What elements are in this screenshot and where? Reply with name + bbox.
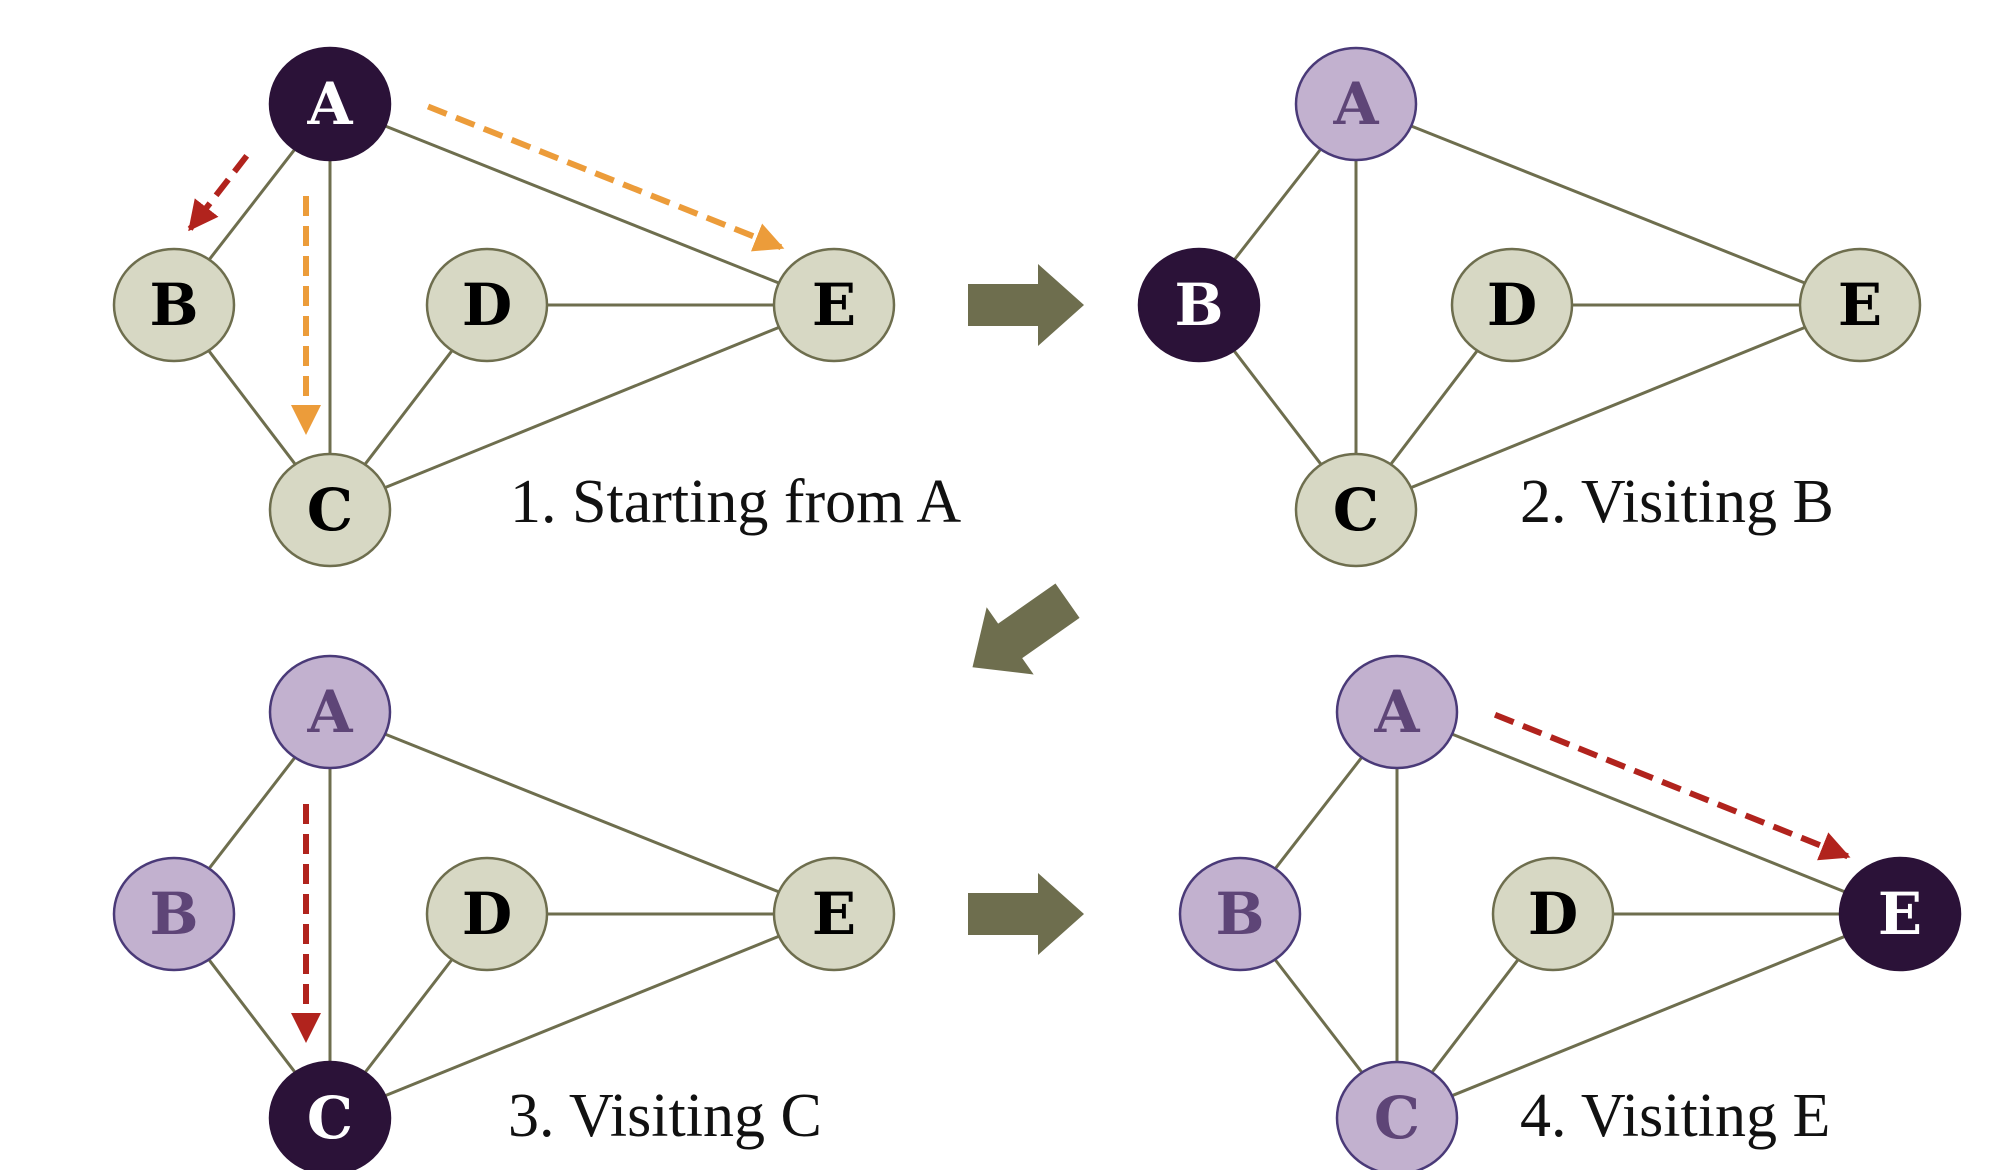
node-c-circle (1294, 452, 1418, 568)
edge-a-b (208, 148, 296, 261)
node-e-circle (1838, 856, 1962, 972)
edge-b-c (1273, 958, 1364, 1074)
explore-arrow-a-e (1493, 711, 1851, 861)
edge-c-d (1389, 349, 1479, 466)
node-a-circle (268, 654, 392, 770)
node-a: A (1335, 654, 1459, 770)
node-c-label: C (307, 1084, 353, 1152)
node-b-circle (112, 247, 236, 363)
node-e-circle (772, 247, 896, 363)
node-d-circle (1491, 856, 1615, 972)
edge-a-e (384, 732, 780, 894)
node-d-circle (1450, 247, 1574, 363)
node-b-circle (1178, 856, 1302, 972)
node-c-label: C (1333, 476, 1379, 544)
edge-c-e (1451, 934, 1846, 1098)
node-d-label: D (1487, 271, 1537, 339)
edge-a-e (384, 124, 780, 285)
node-e: E (772, 247, 896, 363)
node-d-circle (425, 856, 549, 972)
edge-a-b (1233, 148, 1322, 261)
node-c-circle (268, 1060, 392, 1170)
node-d: D (1450, 247, 1574, 363)
panel-caption: 3. Visiting C (508, 1082, 822, 1150)
node-d: D (425, 856, 549, 972)
step-arrow-2-to-3 (972, 583, 1080, 675)
node-c-label: C (1374, 1084, 1420, 1152)
node-a: A (268, 654, 392, 770)
node-e-circle (1798, 247, 1922, 363)
node-e-label: E (812, 880, 856, 948)
node-a-label: A (1373, 678, 1420, 746)
edge-c-d (1430, 958, 1520, 1074)
node-e: E (1838, 856, 1962, 972)
node-e: E (772, 856, 896, 972)
panel-4: A B C D E 4. Visiting E (1178, 654, 1962, 1170)
node-b: B (112, 247, 236, 363)
panel-caption: 2. Visiting B (1520, 468, 1834, 536)
edge-b-c (207, 349, 297, 466)
node-c: C (1335, 1060, 1459, 1170)
node-d-circle (425, 247, 549, 363)
node-c-circle (268, 452, 392, 568)
explore-arrow-a-b (187, 153, 250, 232)
explore-arrow-a-e (426, 103, 785, 252)
edge-a-e (1410, 124, 1806, 285)
node-b-label: B (1215, 880, 1264, 948)
node-c: C (268, 1060, 392, 1170)
node-b-label: B (1174, 271, 1223, 339)
node-b: B (1178, 856, 1302, 972)
node-a-circle (1335, 654, 1459, 770)
edge-a-e (1451, 732, 1846, 894)
node-e: E (1798, 247, 1922, 363)
node-a: A (1294, 46, 1418, 162)
panel-caption: 4. Visiting E (1520, 1082, 1830, 1150)
step-arrow-1-to-2 (968, 264, 1084, 346)
node-a-label: A (306, 70, 353, 138)
node-d-label: D (462, 271, 512, 339)
node-a-circle (268, 46, 392, 162)
panel-caption: 1. Starting from A (510, 468, 961, 536)
panel-1: A B C D E 1. Starting from A (112, 46, 961, 568)
node-e-label: E (1878, 880, 1922, 948)
node-b-label: B (149, 880, 198, 948)
node-c-label: C (307, 476, 353, 544)
edge-c-e (384, 934, 780, 1098)
panel-2: A B C D E 2. Visiting B (1137, 46, 1922, 568)
node-b: B (1137, 247, 1261, 363)
node-a-circle (1294, 46, 1418, 162)
edge-c-e (384, 325, 780, 490)
edge-c-d (363, 958, 454, 1074)
node-a: A (268, 46, 392, 162)
node-b-circle (112, 856, 236, 972)
panel-3: A B C D E 3. Visiting C (112, 654, 896, 1170)
node-e-label: E (812, 271, 856, 339)
node-b: B (112, 856, 236, 972)
edge-c-e (1410, 325, 1806, 490)
edge-b-c (207, 958, 297, 1074)
node-d-label: D (1528, 880, 1578, 948)
step-arrow-3-to-4 (968, 873, 1084, 955)
node-b-label: B (149, 271, 198, 339)
node-c: C (1294, 452, 1418, 568)
edge-c-d (363, 349, 454, 466)
node-e-label: E (1838, 271, 1882, 339)
node-c-circle (1335, 1060, 1459, 1170)
node-d: D (1491, 856, 1615, 972)
node-e-circle (772, 856, 896, 972)
node-b-circle (1137, 247, 1261, 363)
edge-a-b (207, 756, 297, 870)
node-d-label: D (462, 880, 512, 948)
node-c: C (268, 452, 392, 568)
edge-b-c (1232, 349, 1323, 466)
node-a-label: A (306, 678, 353, 746)
edge-a-b (1274, 756, 1363, 870)
node-d: D (425, 247, 549, 363)
node-a-label: A (1332, 70, 1379, 138)
